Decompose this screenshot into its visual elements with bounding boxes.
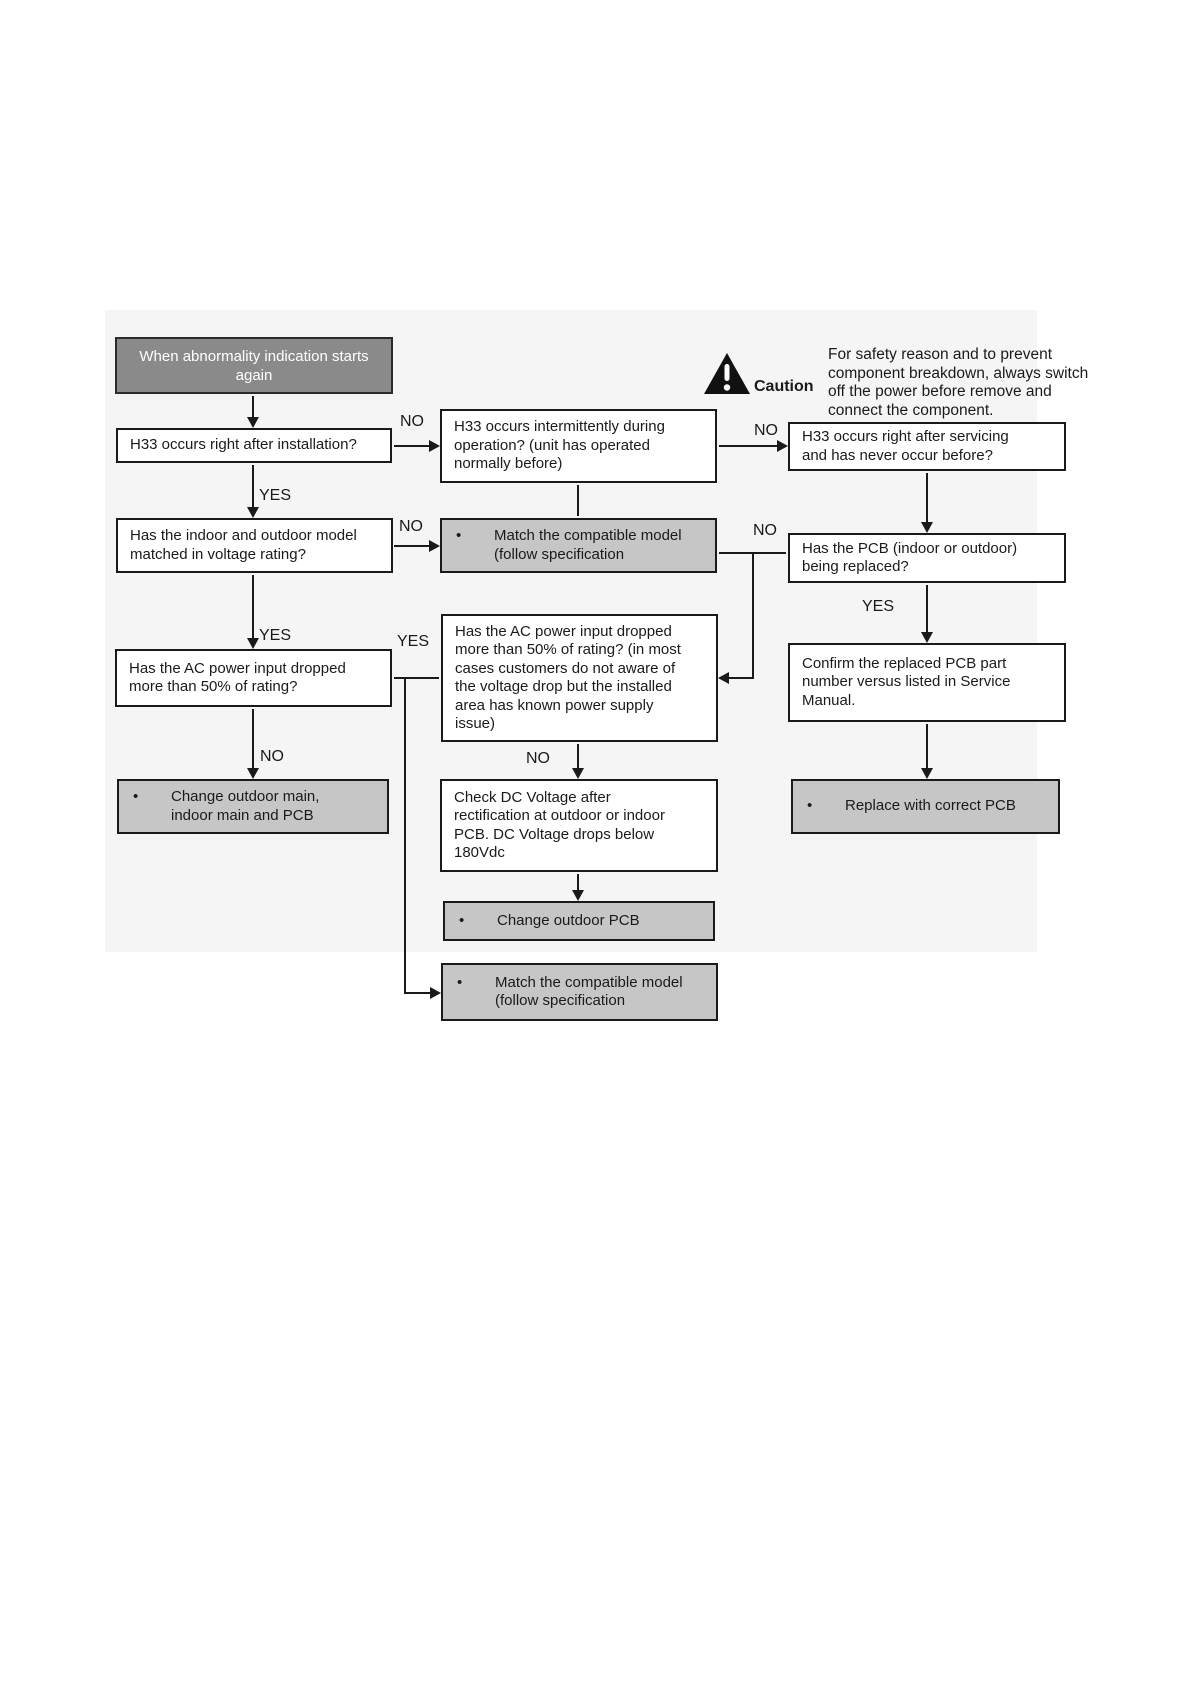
arrowhead bbox=[777, 440, 788, 452]
arrowhead bbox=[247, 507, 259, 518]
edge-label-ac-yes: YES bbox=[397, 633, 430, 650]
caution-warning-icon bbox=[704, 353, 750, 394]
flow-node-action-change-outdoor-pcb: • Change outdoor PCB bbox=[443, 901, 715, 941]
caution-label: Caution bbox=[754, 378, 814, 395]
caution-text: For safety reason and to prevent compone… bbox=[828, 346, 1088, 420]
arrowhead bbox=[247, 768, 259, 779]
edge-label-model-no: NO bbox=[399, 518, 423, 535]
node-text: Match the compatible model (follow speci… bbox=[495, 973, 683, 1010]
bullet-icon: • bbox=[457, 973, 463, 991]
edge-pcb-aclong-no bbox=[723, 552, 786, 679]
bullet-icon: • bbox=[133, 788, 139, 805]
arrowhead bbox=[572, 890, 584, 901]
flow-node-q-pcb-replaced: Has the PCB (indoor or outdoor) being re… bbox=[788, 533, 1066, 583]
edge-label-pcb-no: NO bbox=[753, 522, 777, 539]
caution-text-line: component breakdown, always switch bbox=[828, 364, 1089, 382]
arrowhead bbox=[921, 522, 933, 533]
node-text: Has the indoor and outdoor model matched… bbox=[130, 527, 357, 563]
edge-acshort-matchbottom-yes bbox=[404, 678, 436, 994]
edge-label-install-yes: YES bbox=[259, 487, 292, 504]
flow-node-action-change-mains: • Change outdoor main, indoor main and P… bbox=[117, 779, 389, 834]
flow-node-start: When abnormality indication starts again bbox=[115, 337, 393, 394]
node-text: Change outdoor main, indoor main and PCB bbox=[171, 788, 320, 824]
node-text: Replace with correct PCB bbox=[845, 797, 1016, 815]
arrowhead bbox=[429, 440, 440, 452]
flow-node-q-intermittent: H33 occurs intermittently during operati… bbox=[440, 409, 717, 483]
arrowhead bbox=[247, 417, 259, 428]
node-text: Has the PCB (indoor or outdoor) being re… bbox=[802, 539, 1018, 576]
bullet-icon: • bbox=[459, 911, 465, 929]
edge-label-ac-short-no: NO bbox=[260, 748, 284, 765]
node-text: Check DC Voltage after rectification at … bbox=[454, 788, 665, 862]
flow-node-q-after-servicing: H33 occurs right after servicing and has… bbox=[788, 422, 1066, 471]
bullet-icon: • bbox=[456, 527, 462, 544]
flow-node-action-match-model-top: • Match the compatible model (follow spe… bbox=[440, 518, 717, 573]
flow-node-q-model-match: Has the indoor and outdoor model matched… bbox=[116, 518, 393, 573]
flow-node-q-install: H33 occurs right after installation? bbox=[116, 428, 392, 463]
flow-node-action-replace-pcb: • Replace with correct PCB bbox=[791, 779, 1060, 834]
edge-label-pcb-yes: YES bbox=[862, 598, 895, 615]
arrowhead bbox=[572, 768, 584, 779]
edge-label-model-yes: YES bbox=[259, 627, 292, 644]
node-text: Confirm the replaced PCB part number ver… bbox=[802, 654, 1011, 709]
arrowhead bbox=[921, 632, 933, 643]
flow-node-action-match-model-bottom: • Match the compatible model (follow spe… bbox=[441, 963, 718, 1021]
node-text: Match the compatible model (follow speci… bbox=[494, 527, 682, 563]
node-text: H33 occurs intermittently during operati… bbox=[454, 418, 665, 473]
node-text: Has the AC power input dropped more than… bbox=[129, 659, 346, 696]
flow-node-q-ac-drop: Has the AC power input dropped more than… bbox=[115, 649, 392, 707]
arrowhead bbox=[921, 768, 933, 779]
node-text: H33 occurs right after installation? bbox=[130, 436, 357, 454]
arrowhead bbox=[247, 638, 259, 649]
arrowhead bbox=[429, 540, 440, 552]
flow-node-confirm-pcb-part: Confirm the replaced PCB part number ver… bbox=[788, 643, 1066, 722]
caution-text-line: off the power before remove and bbox=[828, 383, 1052, 400]
caution-text-line: connect the component. bbox=[828, 401, 994, 419]
flow-node-q-ac-drop-detail: Has the AC power input dropped more than… bbox=[441, 614, 718, 742]
flow-node-check-dc-voltage: Check DC Voltage after rectification at … bbox=[440, 779, 718, 872]
bullet-icon: • bbox=[807, 797, 813, 815]
arrowhead bbox=[430, 987, 441, 999]
arrowhead bbox=[718, 672, 729, 684]
node-text: Change outdoor PCB bbox=[497, 911, 640, 929]
edge-label-intermittent-no: NO bbox=[754, 422, 778, 439]
node-text: Has the AC power input dropped more than… bbox=[455, 622, 681, 733]
edge-label-install-no: NO bbox=[400, 413, 424, 430]
edge-label-ac-long-no: NO bbox=[526, 750, 550, 767]
node-text: When abnormality indication starts again bbox=[139, 347, 369, 384]
node-text: H33 occurs right after servicing and has… bbox=[802, 428, 1009, 464]
caution-text-line: For safety reason and to prevent bbox=[828, 346, 1053, 363]
